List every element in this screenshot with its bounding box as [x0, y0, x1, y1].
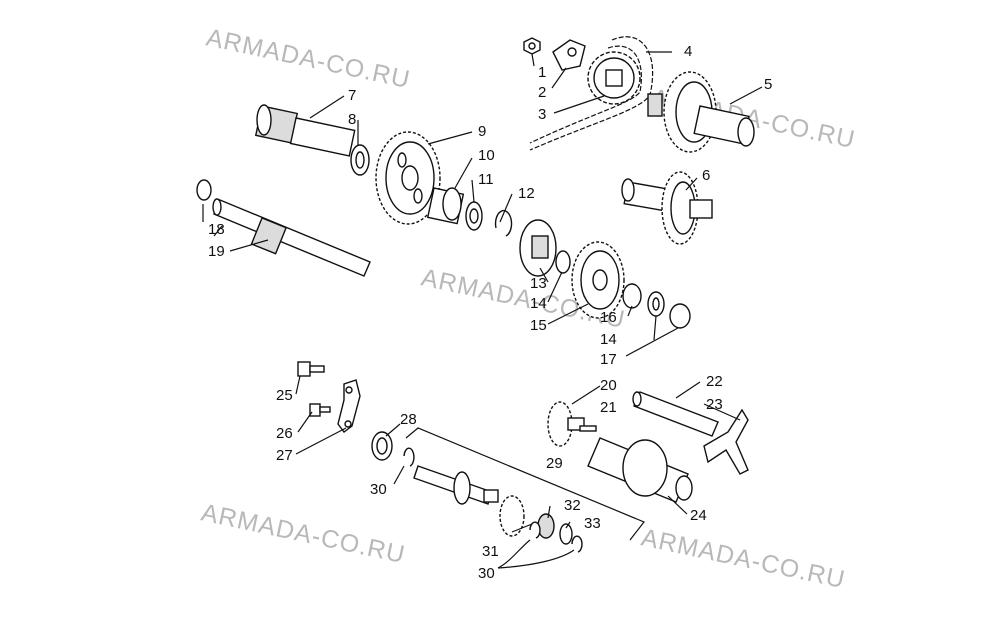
callout-33: 33 — [584, 515, 601, 532]
leader-lines — [202, 51, 763, 569]
part-3-sprocket — [587, 51, 641, 105]
callout-14-lower: 14 — [600, 331, 617, 348]
callout-32: 32 — [564, 497, 581, 514]
part-14-washer-upper — [555, 250, 571, 274]
part-28-oil-seal — [371, 431, 393, 461]
part-17-bushing — [669, 303, 691, 329]
part-14-washer-lower — [647, 291, 665, 317]
part-16-bearing — [622, 283, 642, 309]
part-27-stopper-lever — [337, 379, 361, 433]
callout-6: 6 — [702, 167, 710, 184]
callout-25: 25 — [276, 387, 293, 404]
callout-4: 4 — [684, 43, 692, 60]
callout-13: 13 — [530, 275, 547, 292]
part-30-snap-ring-upper — [403, 447, 415, 467]
bracket-29 — [405, 427, 645, 541]
part-29-kickstart-shaft — [413, 465, 499, 505]
part-24-shift-drum — [587, 437, 693, 503]
part-20-gear — [547, 401, 585, 447]
part-2-lock-plate — [552, 39, 586, 71]
callout-17: 17 — [600, 351, 617, 368]
watermark-top: ARMADA-CO.RU — [204, 23, 413, 94]
watermark-bottom-right: ARMADA-CO.RU — [639, 523, 848, 594]
callout-2: 2 — [538, 84, 546, 101]
part-26-bolt — [309, 403, 331, 417]
callout-21: 21 — [600, 399, 617, 416]
part-32-spring — [537, 513, 555, 539]
callout-28: 28 — [400, 411, 417, 428]
part-6-gear-shaft — [621, 171, 713, 245]
callout-23: 23 — [706, 396, 723, 413]
callout-7: 7 — [348, 87, 356, 104]
callout-labels: 1 2 3 4 5 6 7 8 9 10 11 12 18 19 13 14 1… — [208, 43, 772, 582]
part-15-gear — [571, 241, 625, 319]
callout-20: 20 — [600, 377, 617, 394]
part-22-shift-rod — [632, 391, 719, 437]
callout-19: 19 — [208, 243, 225, 260]
callout-9: 9 — [478, 123, 486, 140]
callout-18: 18 — [208, 221, 225, 238]
callout-8: 8 — [348, 111, 356, 128]
callout-29: 29 — [546, 455, 563, 472]
part-30-snap-ring-lower — [529, 521, 583, 553]
callout-24: 24 — [690, 507, 707, 524]
callout-31: 31 — [482, 543, 499, 560]
part-33-washer — [559, 523, 573, 545]
part-13-dog-clutch — [519, 219, 557, 277]
part-1-bolt — [523, 37, 541, 55]
part-11-washer — [465, 201, 483, 231]
callout-3: 3 — [538, 106, 546, 123]
part-18-washer — [196, 179, 212, 201]
watermark-bottom-left: ARMADA-CO.RU — [199, 498, 408, 569]
callout-30-lower: 30 — [478, 565, 495, 582]
part-9-gear — [375, 131, 441, 225]
callout-1: 1 — [538, 64, 546, 81]
callout-11: 11 — [478, 171, 494, 188]
callout-16: 16 — [600, 309, 617, 326]
callout-30-upper: 30 — [370, 481, 387, 498]
callout-22: 22 — [706, 373, 723, 390]
callout-10: 10 — [478, 147, 495, 164]
part-23-shift-fork — [703, 408, 749, 475]
part-7-countershaft — [254, 104, 356, 157]
callout-26: 26 — [276, 425, 293, 442]
part-19-mainshaft — [212, 198, 371, 277]
part-31-ratchet-gear — [499, 495, 525, 537]
watermarks: ARMADA-CO.RU ARMADA-CO.RU ARMADA-CO.RU A… — [199, 23, 858, 594]
callout-12: 12 — [518, 185, 535, 202]
part-25-bolt — [297, 361, 325, 377]
part-10-bearing — [426, 187, 465, 225]
callout-27: 27 — [276, 447, 293, 464]
callout-15: 15 — [530, 317, 547, 334]
callout-5: 5 — [764, 76, 772, 93]
part-12-snap-ring — [494, 210, 513, 237]
part-8-washer — [350, 144, 370, 176]
part-21-pin — [579, 425, 597, 432]
part-5-output-shaft — [647, 71, 755, 153]
callout-14-upper: 14 — [530, 295, 547, 312]
